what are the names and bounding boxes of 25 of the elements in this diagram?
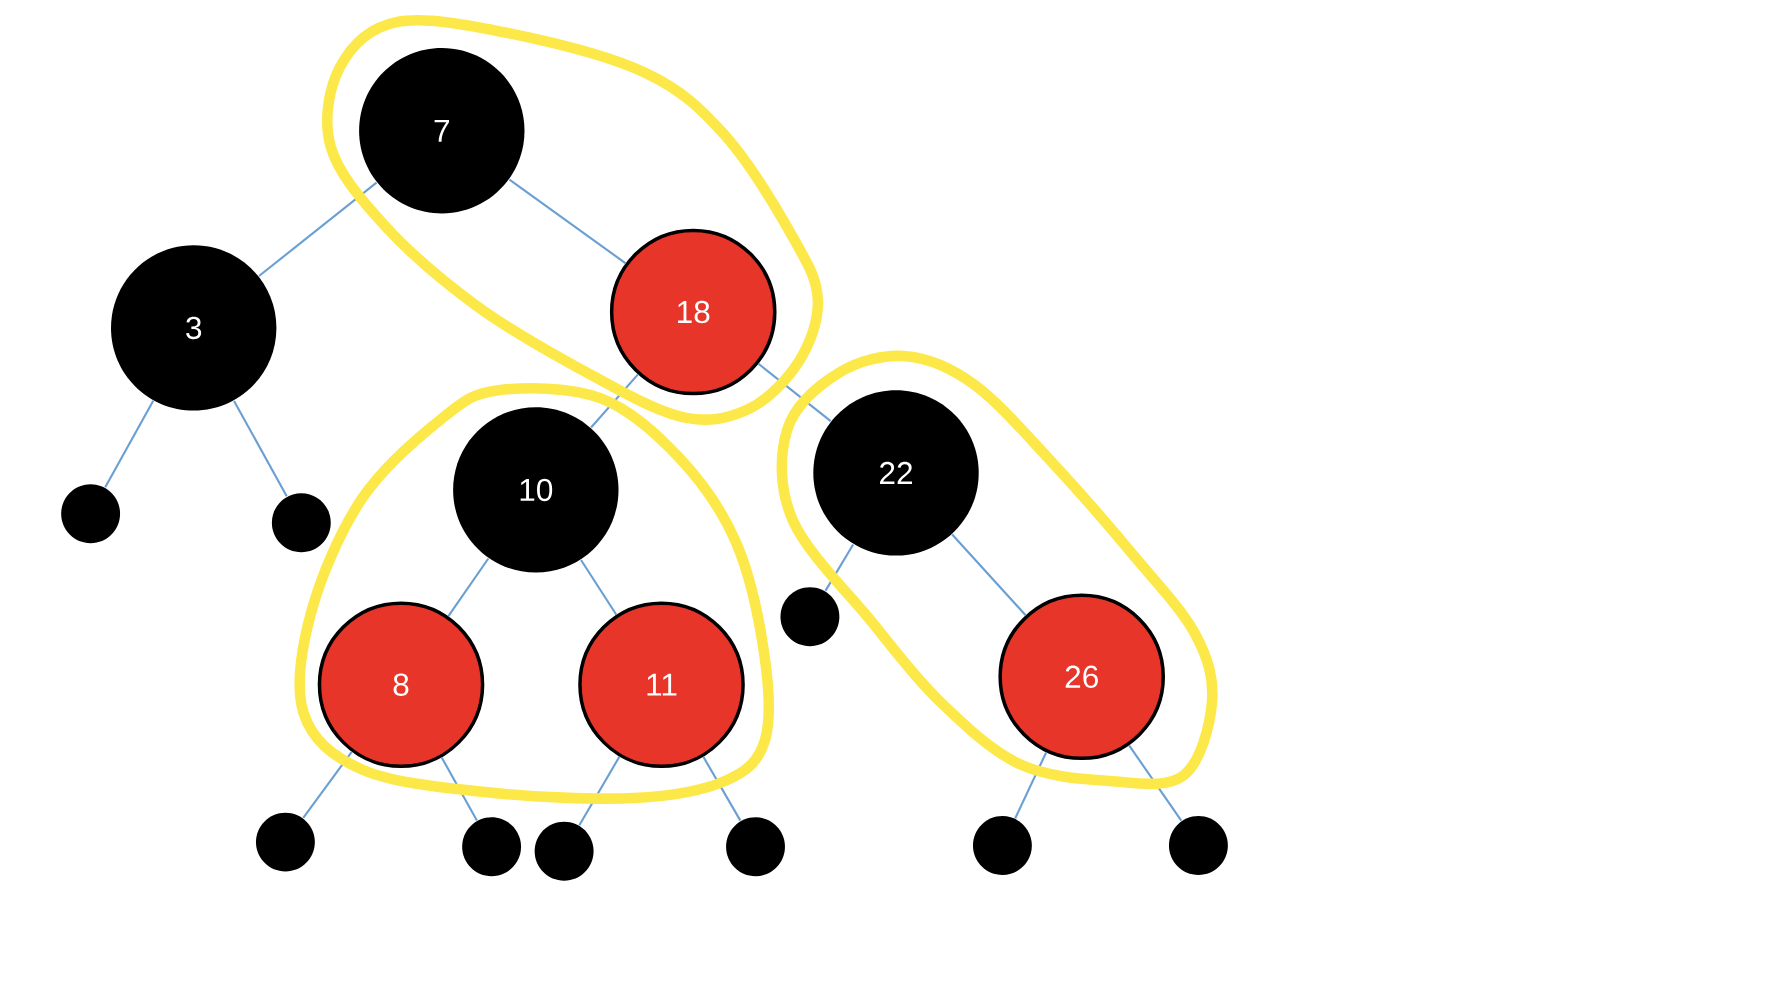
tree-edge — [508, 178, 627, 265]
leaf-node-circle — [780, 587, 840, 647]
leaf-node-circle — [1168, 816, 1228, 875]
tree-edge — [258, 181, 378, 277]
tree-edge — [580, 559, 618, 616]
tree-edge — [1128, 744, 1183, 822]
leaf-node-circle — [255, 812, 315, 872]
tree-edge — [578, 756, 621, 826]
tree-edge — [447, 557, 490, 617]
leaf-node-circle — [271, 493, 331, 553]
tree-edge — [702, 756, 742, 822]
tree-edge — [233, 400, 288, 497]
leaf-node-circle — [534, 821, 594, 881]
tree-edge — [440, 756, 478, 821]
leaf-node-circle — [61, 484, 121, 544]
leaf-node-circle — [726, 817, 785, 877]
leaf-node-circle — [462, 817, 522, 877]
tree-edge — [590, 373, 639, 429]
tree-edge — [1014, 751, 1048, 819]
tree-edge — [302, 751, 353, 819]
leaf-node-circle — [972, 816, 1032, 875]
tree-edge — [104, 400, 155, 488]
tree-edge — [824, 543, 855, 592]
tree-edge — [951, 533, 1027, 616]
tree-edge — [757, 362, 832, 422]
